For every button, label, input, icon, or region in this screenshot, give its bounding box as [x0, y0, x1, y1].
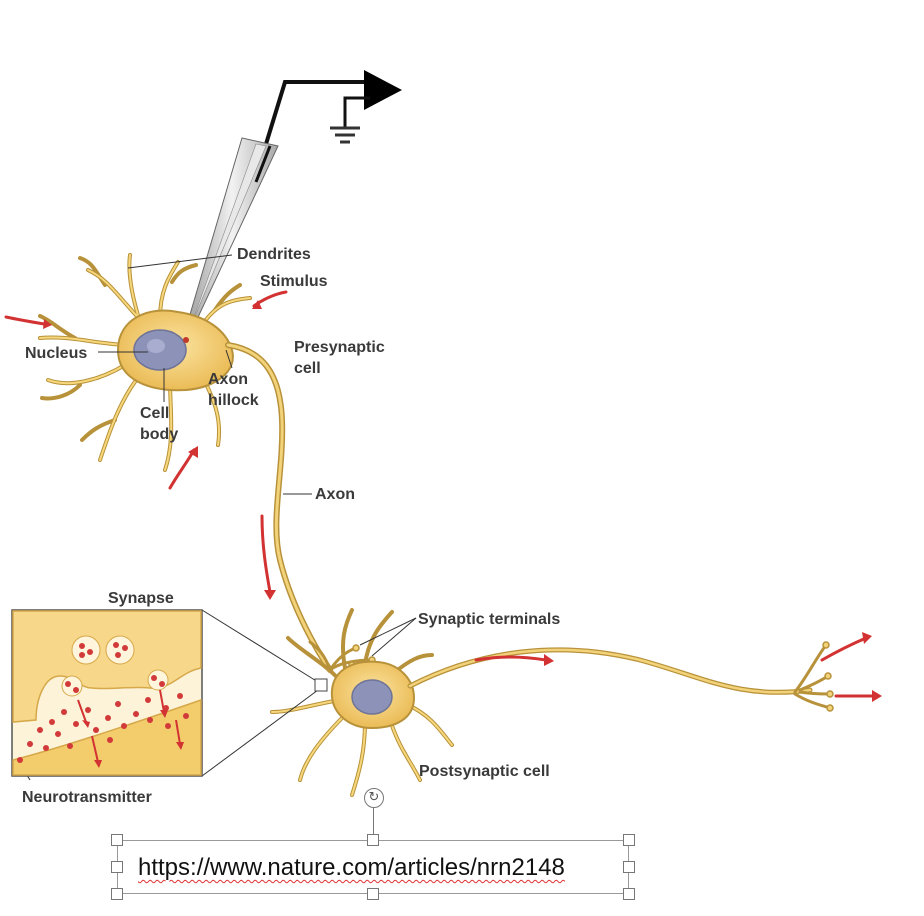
label-axon-hillock-2: hillock: [208, 392, 259, 409]
neurotransmitter-vesicles: [17, 642, 189, 763]
url-text[interactable]: https://www.nature.com/articles/nrn2148: [138, 854, 565, 881]
label-synaptic-terminals: Synaptic terminals: [418, 611, 560, 628]
label-cell-body: Cell: [140, 405, 169, 422]
amplifier-icon: [364, 70, 402, 110]
rotate-handle-stem: [373, 808, 374, 834]
label-neurotransmitter: Neurotransmitter: [22, 789, 152, 806]
resize-handle-top-left[interactable]: [111, 834, 123, 846]
recording-circuit: [253, 70, 402, 181]
label-cell-body-2: body: [140, 426, 178, 443]
label-dendrites: Dendrites: [237, 246, 311, 263]
resize-handle-bottom-center[interactable]: [367, 888, 379, 900]
resize-handle-top-center[interactable]: [367, 834, 379, 846]
synapse-inset: [11, 609, 203, 777]
url-textbox[interactable]: https://www.nature.com/articles/nrn2148: [117, 840, 629, 894]
label-stimulus: Stimulus: [260, 273, 328, 290]
rotate-icon[interactable]: ↻: [364, 788, 384, 808]
label-nucleus: Nucleus: [25, 345, 87, 362]
resize-handle-bottom-right[interactable]: [623, 888, 635, 900]
label-axon: Axon: [315, 486, 355, 503]
resize-handle-bottom-left[interactable]: [111, 888, 123, 900]
resize-handle-top-right[interactable]: [623, 834, 635, 846]
postsynaptic-nucleus: [351, 679, 393, 715]
label-presynaptic-cell: cell: [294, 360, 321, 377]
label-presynaptic: Presynaptic: [294, 339, 385, 356]
postsynaptic-axon: [407, 647, 813, 695]
resize-handle-middle-left[interactable]: [111, 861, 123, 873]
resize-handle-middle-right[interactable]: [623, 861, 635, 873]
label-postsynaptic-cell: Postsynaptic cell: [419, 763, 550, 780]
label-axon-hillock: Axon: [208, 371, 248, 388]
label-synapse: Synapse: [108, 590, 174, 607]
